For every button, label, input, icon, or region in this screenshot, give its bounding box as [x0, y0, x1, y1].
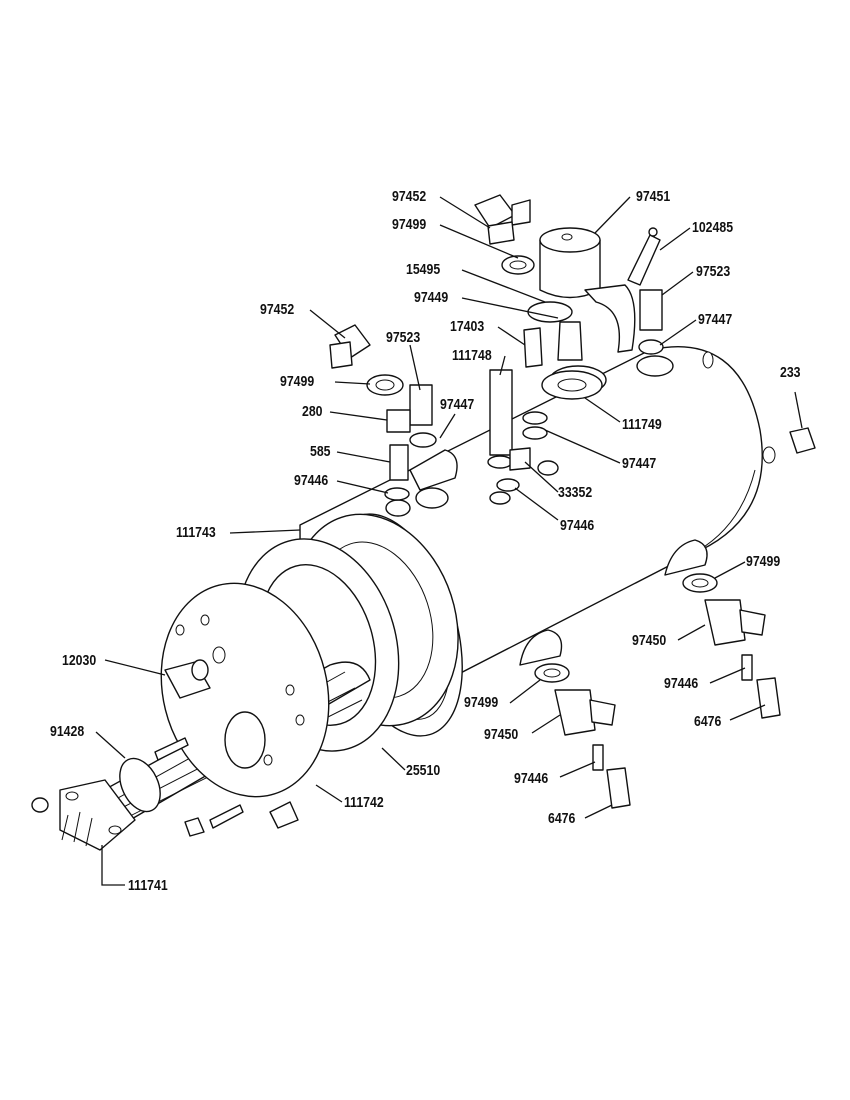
label-97449: 97449: [414, 289, 449, 306]
washer-97499-top: [501, 255, 535, 275]
label-6476-right: 6476: [694, 713, 722, 730]
label-97451: 97451: [636, 188, 671, 205]
washer-97446-left: [384, 487, 410, 501]
label-111742: 111742: [344, 794, 384, 811]
flange-bolts: [154, 737, 299, 837]
fitting-585: [389, 444, 409, 481]
nipple-17403: [523, 327, 543, 368]
label-91428: 91428: [50, 723, 85, 740]
label-280: 280: [302, 403, 323, 420]
fitting-6476-mid: [606, 767, 631, 809]
label-111748: 111748: [452, 347, 492, 364]
plug-33352: [509, 447, 531, 471]
label-111741: 111741: [128, 877, 168, 894]
label-97447-lower: 97447: [622, 455, 657, 472]
stud-111748: [487, 369, 513, 469]
label-585: 585: [310, 443, 331, 460]
end-plate: [160, 582, 330, 798]
label-17403: 17403: [450, 318, 485, 335]
label-15495: 15495: [406, 261, 441, 278]
washer-97446-center: [489, 478, 520, 505]
label-97446-center: 97446: [560, 517, 595, 534]
label-97447-right: 97447: [698, 311, 733, 328]
label-97450-mid: 97450: [484, 726, 519, 743]
label-97446-left: 97446: [294, 472, 329, 489]
fitting-97523-left: [409, 384, 437, 448]
probe-102485: [627, 227, 661, 286]
label-97452-top: 97452: [392, 188, 427, 205]
valve-body-111749: [527, 301, 603, 400]
label-97446-mid: 97446: [514, 770, 549, 787]
label-97499-right: 97499: [746, 553, 781, 570]
label-97446-right: 97446: [664, 675, 699, 692]
fitting-6476-right: [756, 677, 781, 719]
nut-233: [789, 427, 816, 454]
leader-lines: [95, 196, 803, 886]
fitting-97452-top: [474, 194, 531, 245]
label-12030: 12030: [62, 652, 97, 669]
washer-97447-center: [522, 411, 548, 440]
label-97499-top: 97499: [392, 216, 427, 233]
label-97450-right: 97450: [632, 632, 667, 649]
label-102485: 102485: [692, 219, 734, 236]
label-6476-mid: 6476: [548, 810, 576, 827]
fitting-97523-top: [638, 289, 664, 355]
label-33352: 33352: [558, 484, 593, 501]
label-97523-top: 97523: [696, 263, 731, 280]
label-97447-center: 97447: [440, 396, 475, 413]
label-233: 233: [780, 364, 801, 381]
washer-97499-left: [366, 374, 404, 396]
fitting-97452-left: [329, 324, 371, 369]
fitting-12030: [164, 659, 211, 699]
cap-280: [386, 409, 411, 433]
tee-97450-right: [704, 599, 766, 681]
label-97452-left: 97452: [260, 301, 295, 318]
tee-97450-mid: [554, 689, 616, 771]
label-111749: 111749: [622, 416, 662, 433]
solenoid-valve-97451: [539, 227, 636, 353]
fitting-97499-mid: [534, 663, 570, 683]
label-97499-mid: 97499: [464, 694, 499, 711]
label-97499-left: 97499: [280, 373, 315, 390]
label-97523-left: 97523: [386, 329, 421, 346]
fitting-97499-right: [682, 573, 718, 593]
label-25510: 25510: [406, 762, 441, 779]
label-111743: 111743: [176, 524, 216, 541]
